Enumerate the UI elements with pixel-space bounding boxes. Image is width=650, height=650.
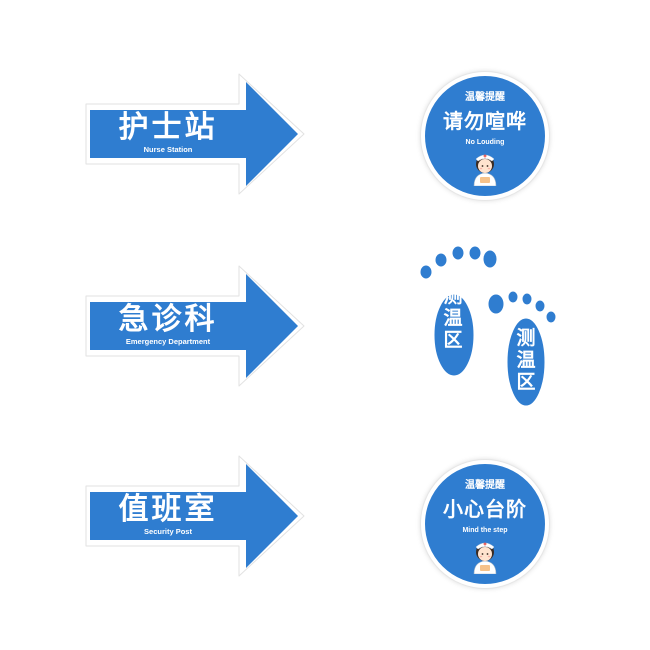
footprint-char: 温 [443,307,463,329]
footprint-char: 温 [516,349,536,371]
arrow-title: 护士站 [118,110,218,145]
reminder-subtitle: No Louding [465,139,505,146]
footprint-char: 区 [443,329,463,351]
arrow-title: 急诊科 [118,302,218,337]
arrow-sign-emergency-department: 急诊科 Emergency Department [76,260,308,392]
arrow-subtitle: Security Post [144,527,192,536]
footprint-icon [485,288,559,409]
reminder-subtitle: Mind the step [462,527,508,534]
footprint-char: 测 [443,285,463,307]
reminder-tag: 温馨提醒 [465,480,505,491]
arrow-shape [85,73,305,195]
reminder-circle-no-louding: 温馨提醒 请勿喧哗 No Louding [421,72,549,200]
footprint-left: 测 温 区 [412,240,502,380]
arrow-shape [85,265,305,387]
reminder-title: 小心台阶 [443,497,527,521]
arrow-sign-security-post: 值班室 Security Post [76,450,308,582]
reminder-circle-mind-the-step: 温馨提醒 小心台阶 Mind the step [421,460,549,588]
footprint-right: 测 温 区 [482,288,562,410]
nurse-icon [473,154,497,186]
reminder-title: 请勿喧哗 [443,109,527,133]
reminder-tag: 温馨提醒 [465,92,505,103]
footprint-char: 区 [516,371,536,393]
footprint-icon [417,243,500,379]
arrow-shape [85,455,305,577]
footprint-char: 测 [516,327,536,349]
nurse-icon [473,542,497,574]
arrow-title: 值班室 [118,492,218,527]
arrow-subtitle: Nurse Station [143,145,193,154]
arrow-subtitle: Emergency Department [125,337,211,346]
arrow-sign-nurse-station: 护士站 Nurse Station [76,68,308,200]
